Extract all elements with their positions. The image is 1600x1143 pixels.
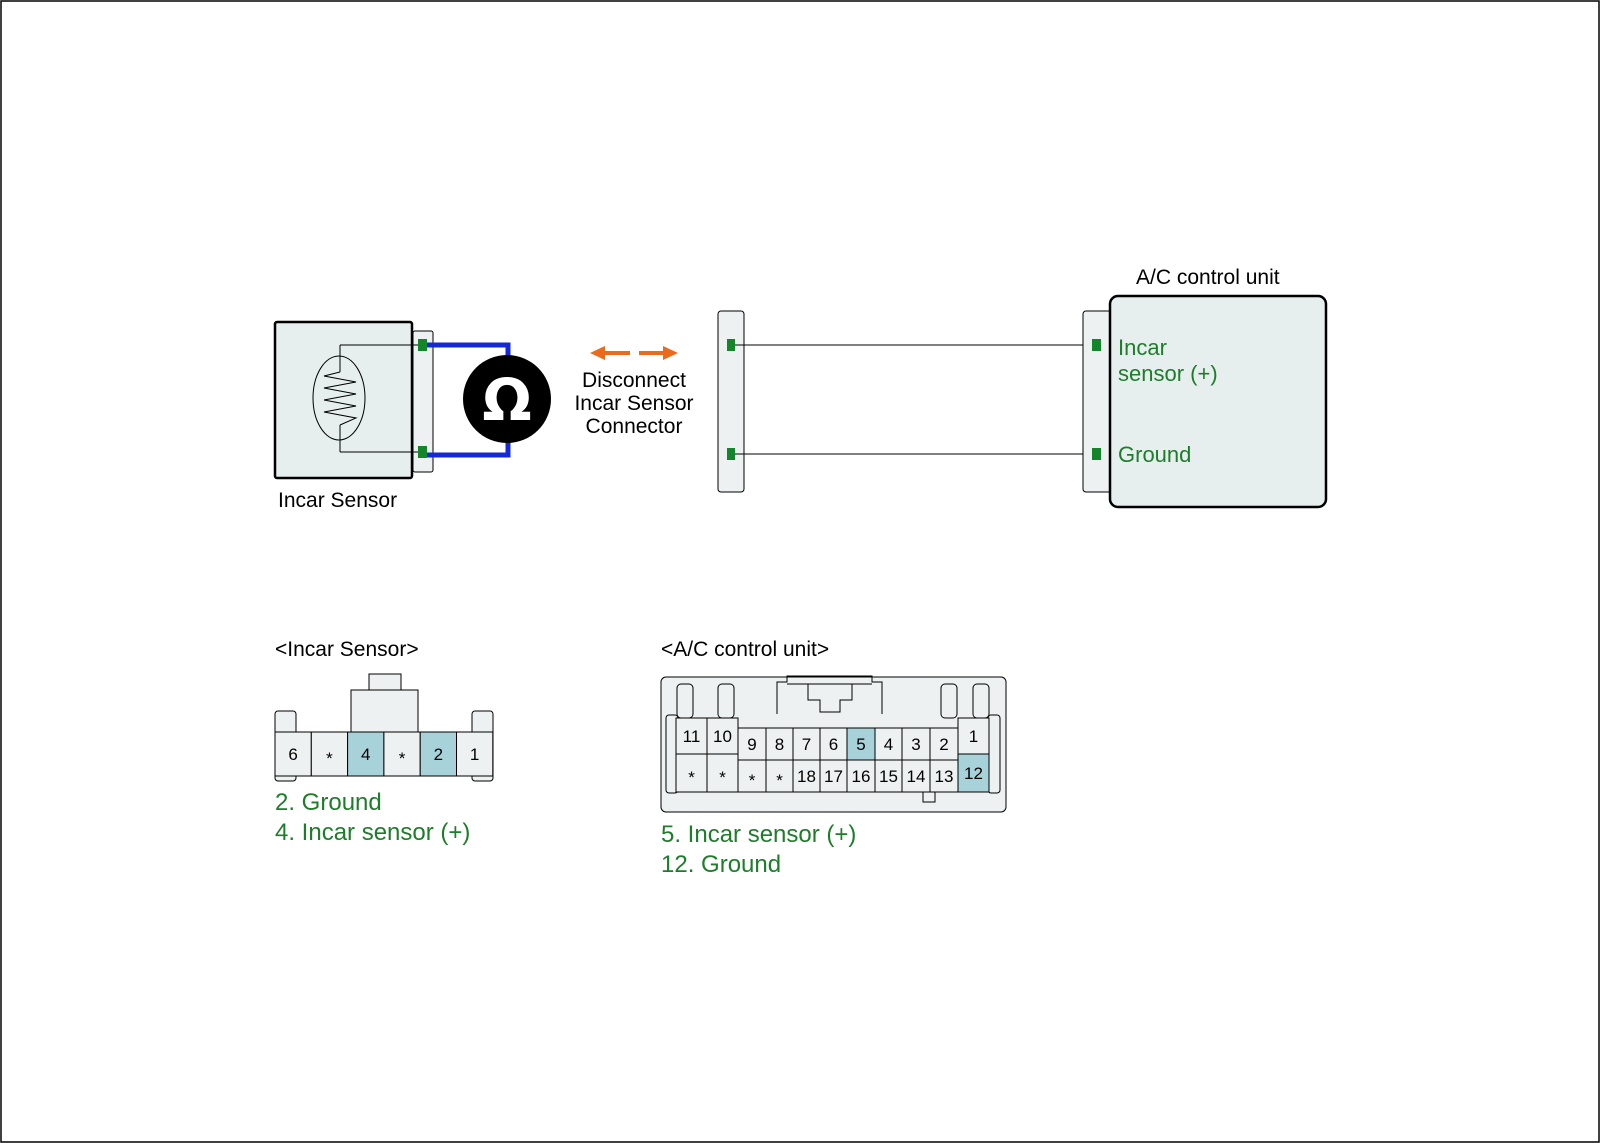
- ohmmeter-icon: [463, 355, 551, 443]
- ac-control-unit: A/C control unit Incar sensor (+) Ground: [1082, 266, 1328, 509]
- pin-label: *: [688, 768, 695, 787]
- acu-terminal-plus-label-line2: sensor (+): [1118, 361, 1218, 386]
- pin-label: 1: [969, 727, 978, 746]
- ohmmeter-wire-bottom: [427, 440, 511, 458]
- pin-cell: [347, 731, 385, 777]
- pin-label: 17: [824, 767, 843, 786]
- pin-label: 11: [683, 727, 701, 746]
- pin-label: 4: [361, 745, 370, 764]
- pin-cell: [765, 759, 794, 793]
- sensor-terminal-top: [418, 339, 427, 351]
- acu-legend-item: 12. Ground: [661, 851, 781, 878]
- thermistor-icon: [312, 355, 366, 441]
- pin-label: 15: [879, 767, 898, 786]
- pin-cell: [274, 731, 312, 777]
- acu-title: A/C control unit: [1136, 266, 1280, 289]
- acu-terminal-plus-label-line1: Incar: [1118, 335, 1167, 360]
- pin-cell: [901, 759, 931, 793]
- double-arrow-icon: [590, 346, 678, 360]
- pin-cell: [792, 727, 821, 761]
- pin-label: *: [399, 749, 406, 768]
- pin-cell: [737, 727, 767, 761]
- ohmmeter: Ω: [427, 342, 551, 458]
- harness-terminal-bottom: [727, 448, 735, 460]
- pin-label: 8: [775, 735, 784, 754]
- sensor-label: Incar Sensor: [278, 489, 397, 512]
- pin-cell: [706, 753, 739, 793]
- sensor-connector-title: <Incar Sensor>: [275, 638, 419, 661]
- pin-label: 12: [964, 764, 983, 783]
- pin-label: 10: [713, 727, 732, 746]
- pin-label: 18: [797, 767, 816, 786]
- pin-label: 2: [434, 745, 443, 764]
- pin-cell: [901, 727, 931, 761]
- acu-terminal-plus: [1092, 339, 1101, 351]
- pin-cell: [675, 753, 708, 793]
- acu-legend-item: 5. Incar sensor (+): [661, 821, 856, 848]
- disconnect-label-line2: Incar Sensor: [574, 392, 693, 415]
- sensor-terminal-bottom: [418, 446, 427, 458]
- pin-label: 14: [907, 767, 926, 786]
- pin-cell: [874, 727, 903, 761]
- pin-cell: [957, 753, 990, 793]
- pin-cell: [819, 759, 848, 793]
- sensor-connector-pins: 6 * 4 * 2 1: [274, 731, 494, 777]
- pin-label: 2: [939, 735, 948, 754]
- pin-label: 5: [856, 735, 865, 754]
- pin-cell: [737, 759, 767, 793]
- pin-label: 9: [747, 735, 756, 754]
- pin-label: 6: [288, 745, 297, 764]
- pin-label: 16: [852, 767, 871, 786]
- pin-label: 13: [935, 767, 954, 786]
- pin-label: *: [776, 771, 783, 790]
- disconnect-label-line1: Disconnect: [582, 369, 686, 392]
- pin-label: 7: [802, 735, 811, 754]
- resistor-zigzag: [323, 371, 358, 426]
- pin-cell: [310, 731, 349, 777]
- disconnect-label-line3: Connector: [586, 415, 683, 438]
- acu-connector-title: <A/C control unit>: [661, 638, 829, 661]
- acu-terminal-ground-label: Ground: [1118, 442, 1191, 467]
- acu-connector-plate: [1082, 310, 1114, 493]
- pin-label: 6: [829, 735, 838, 754]
- incar-sensor: Incar Sensor: [273, 320, 434, 512]
- sensor-legend-item: 2. Ground: [275, 789, 382, 816]
- pin-label: *: [326, 749, 333, 768]
- pin-label: 1: [470, 745, 479, 764]
- harness-connector: [717, 310, 745, 493]
- sensor-legend-item: 4. Incar sensor (+): [275, 819, 470, 846]
- pin-cell: [456, 731, 494, 777]
- pin-label: *: [749, 771, 756, 790]
- pin-label: *: [719, 768, 726, 787]
- acu-terminal-ground: [1092, 448, 1101, 460]
- pin-label: 3: [911, 735, 920, 754]
- pin-label: 4: [884, 735, 893, 754]
- ohmmeter-wire-top: [427, 342, 511, 360]
- acu-body: [1108, 294, 1328, 509]
- sensor-body: [273, 320, 414, 480]
- sensor-connector-view: <Incar Sensor> 6 * 4 * 2 1 2. Ground 4. Incar…: [274, 638, 494, 846]
- pin-cell: [675, 717, 708, 755]
- ohmmeter-symbol: Ω: [482, 366, 531, 434]
- pin-cell: [957, 717, 990, 755]
- pin-cell: [819, 727, 848, 761]
- harness-connector-plate: [717, 310, 745, 493]
- harness-terminal-top: [727, 339, 735, 351]
